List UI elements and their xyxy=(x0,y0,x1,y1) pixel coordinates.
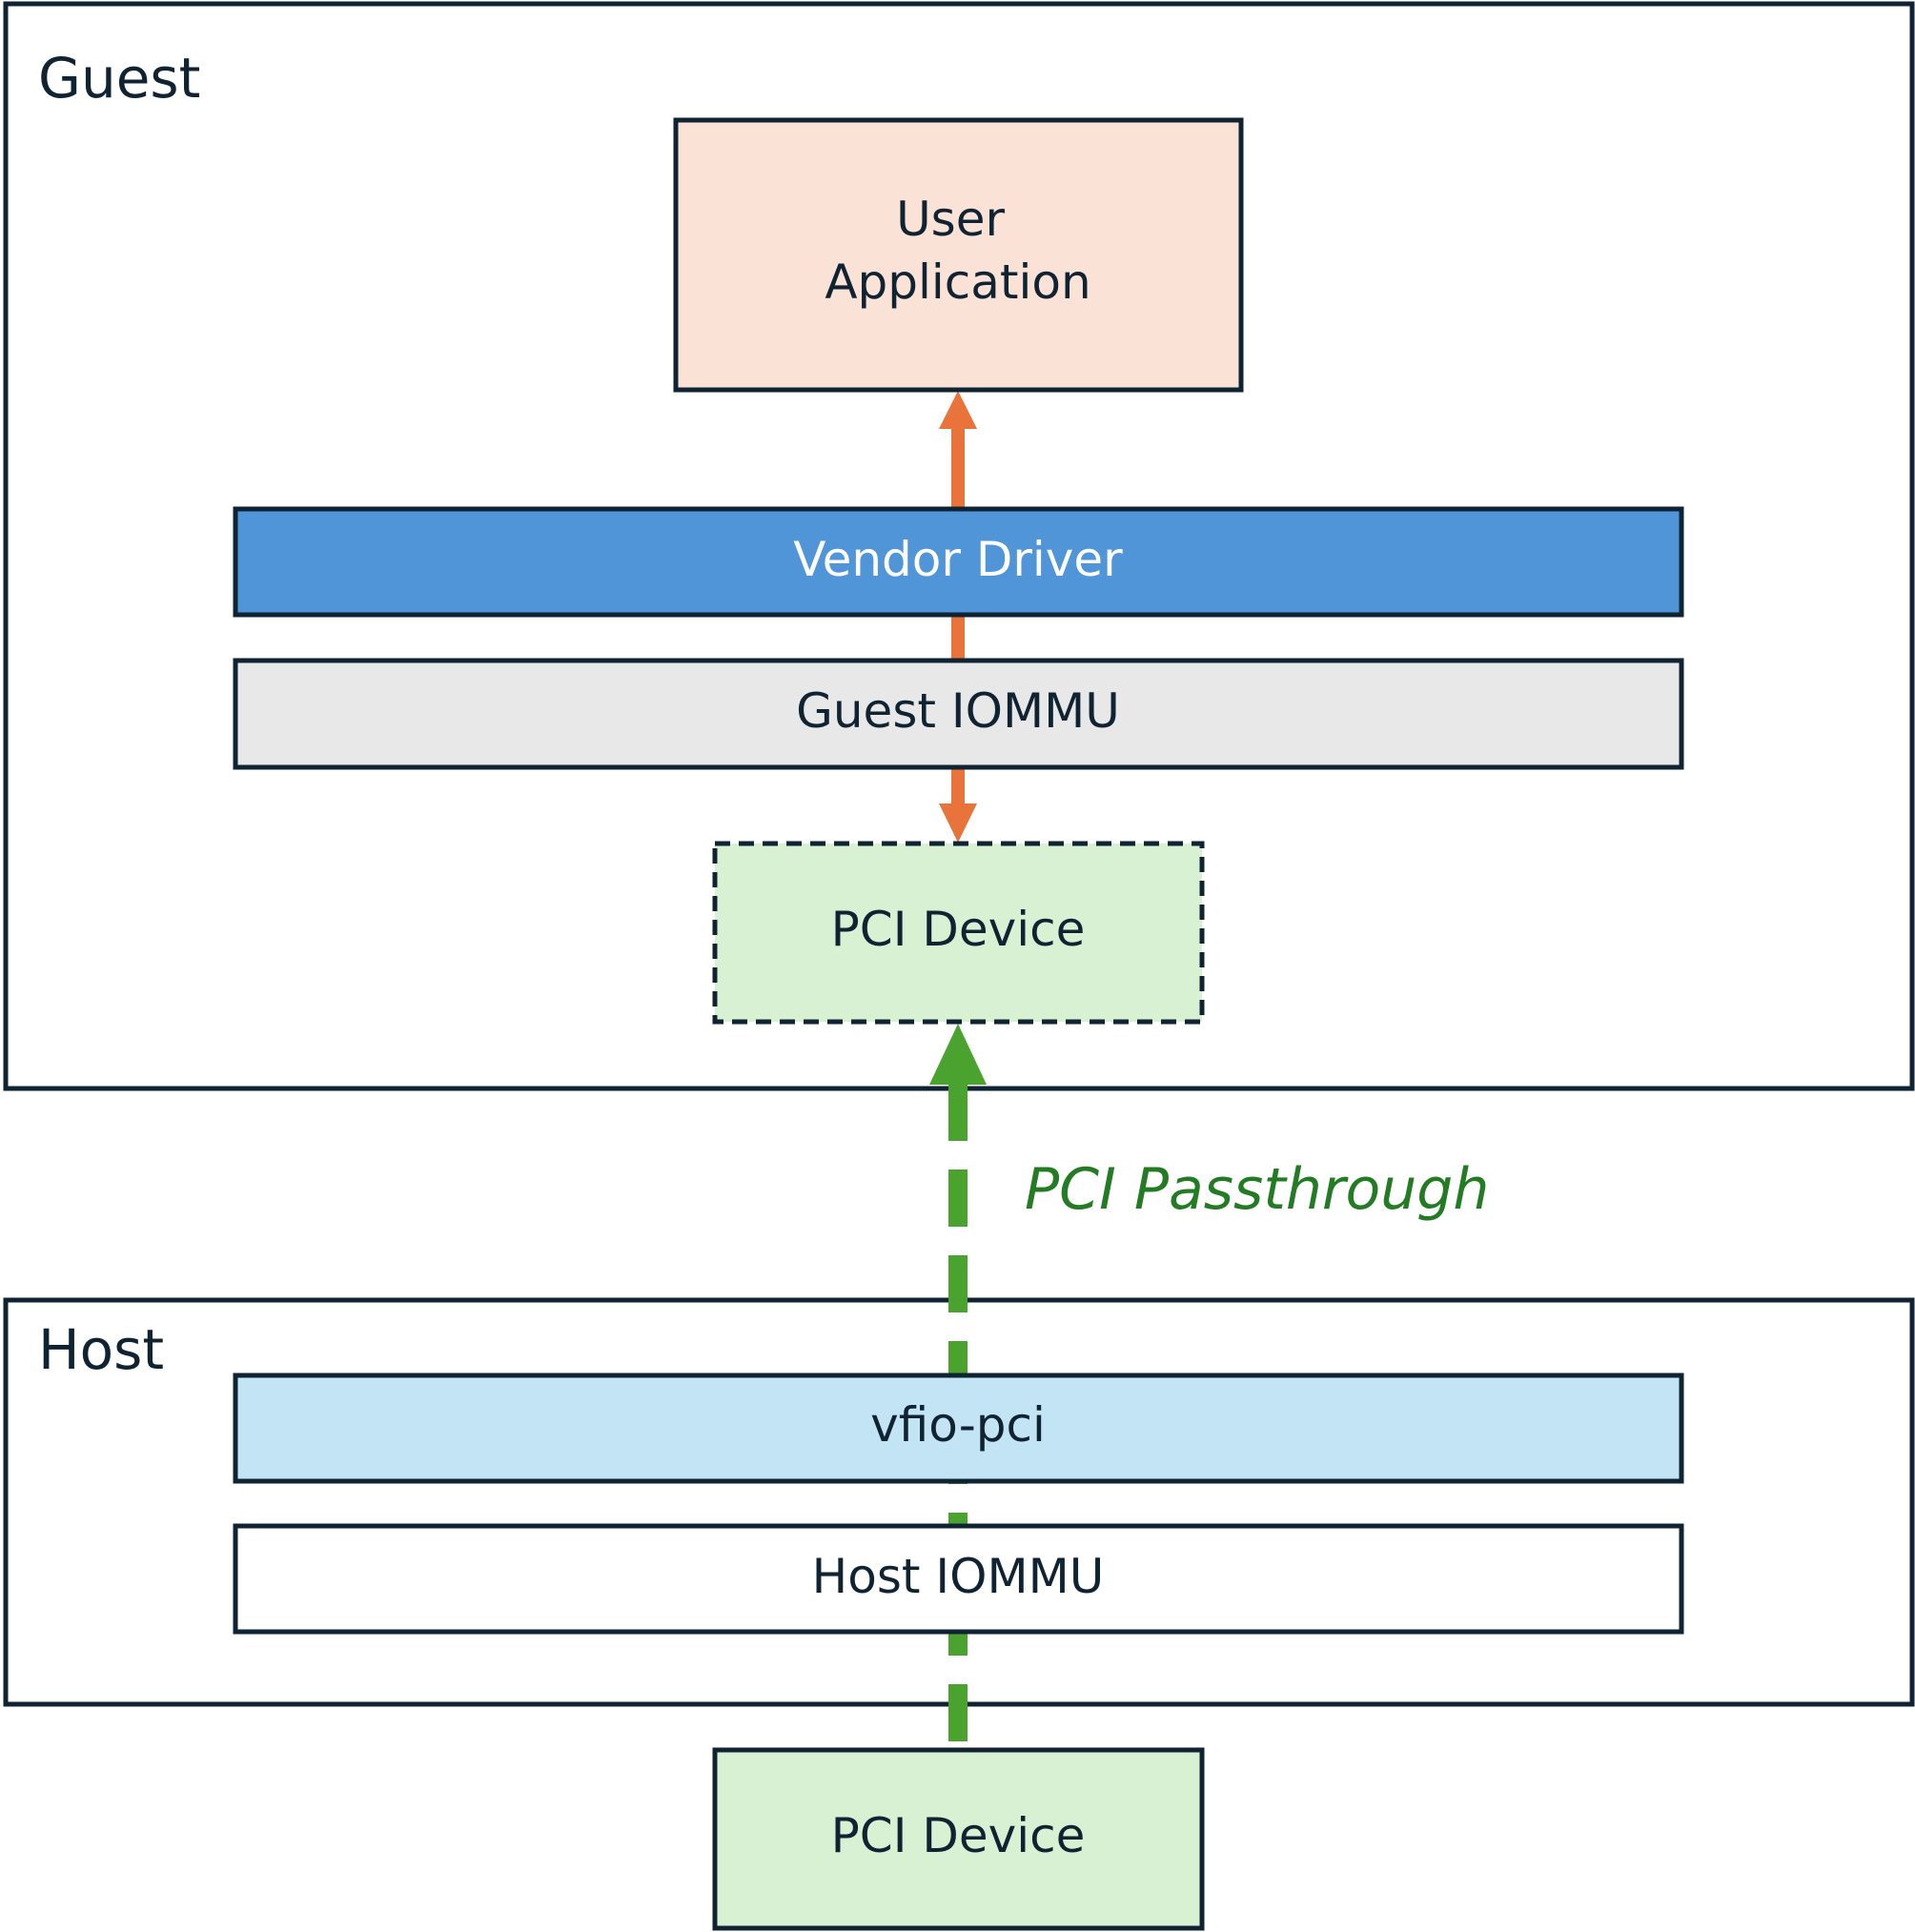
host-title: Host xyxy=(38,1317,164,1382)
host-pci-device-box xyxy=(712,1747,1205,1931)
orange-arrow-up-head xyxy=(939,391,977,429)
vfio-pci-bar xyxy=(233,1373,1684,1484)
user-application-line-2: Application xyxy=(825,254,1090,310)
host-iommu-label: Host IOMMU xyxy=(812,1549,1105,1604)
pci-passthrough-label: PCI Passthrough xyxy=(1025,1156,1489,1223)
orange-arrow-down-head xyxy=(939,803,977,843)
host-iommu-bar xyxy=(233,1523,1684,1635)
user-application-box xyxy=(673,117,1244,393)
host-pci-device-label: PCI Device xyxy=(831,1808,1086,1863)
guest-iommu-label: Guest IOMMU xyxy=(796,683,1120,739)
guest-iommu-bar xyxy=(233,658,1684,770)
user-application-line-1: User xyxy=(896,192,1005,247)
vendor-driver-label: Vendor Driver xyxy=(793,532,1123,587)
user-application-label: User Application xyxy=(825,192,1090,310)
green-passthrough-arrow-head xyxy=(929,1024,987,1085)
guest-pci-device-label: PCI Device xyxy=(831,902,1086,957)
vendor-driver-bar xyxy=(233,506,1684,618)
guest-title: Guest xyxy=(38,46,200,111)
guest-pci-device-box xyxy=(712,841,1205,1025)
vfio-pci-label: vfio-pci xyxy=(870,1397,1046,1453)
